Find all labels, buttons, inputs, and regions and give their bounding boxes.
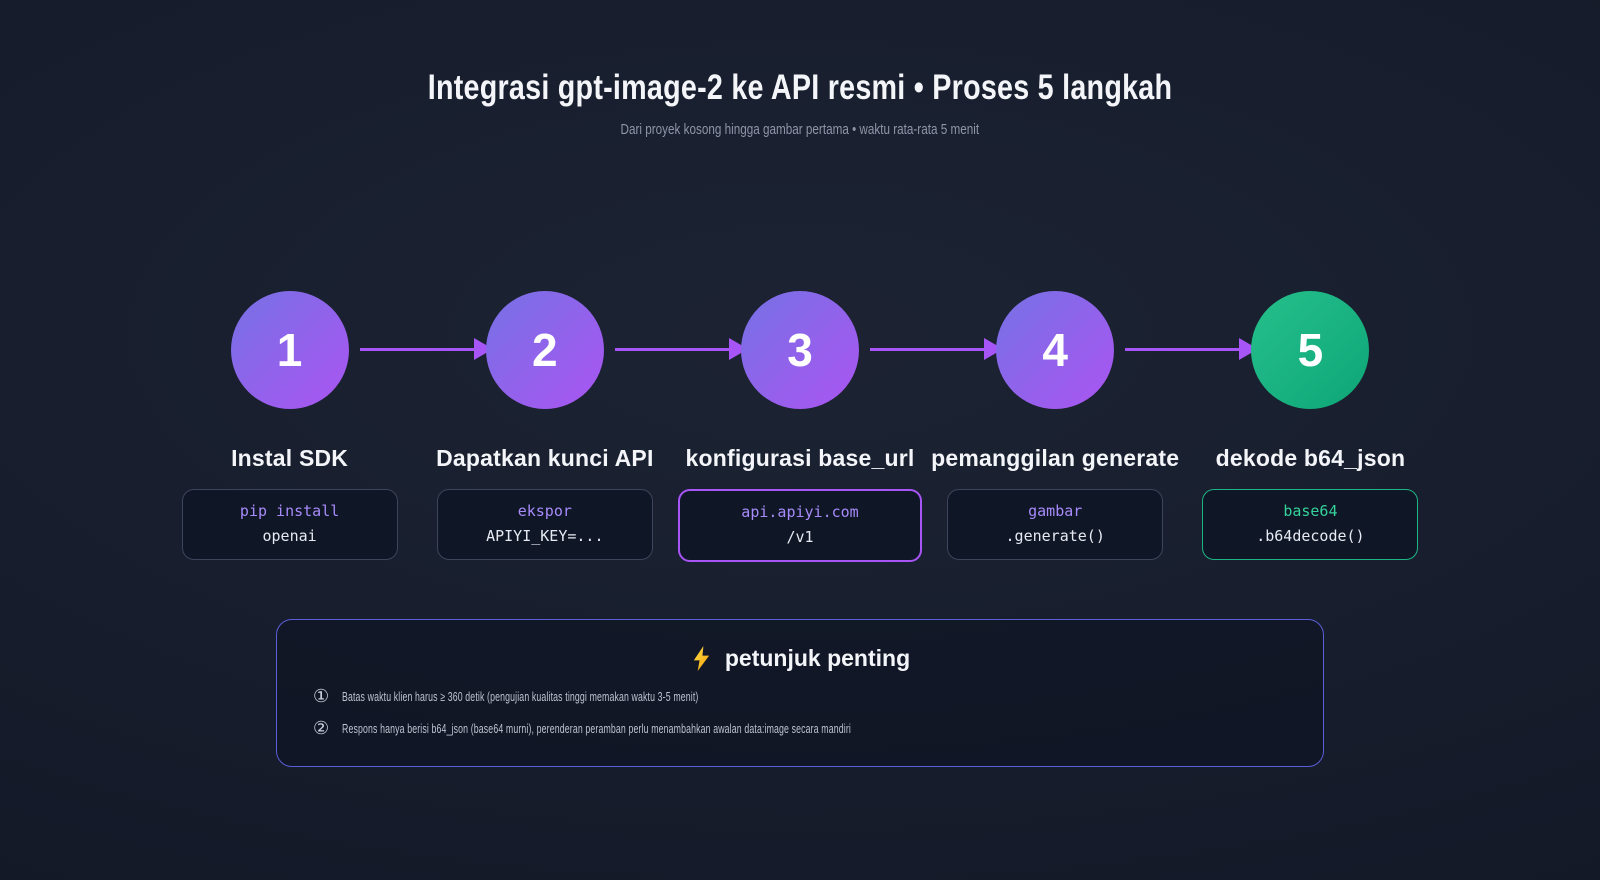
note-item-1: ① Batas waktu klien harus ≥ 360 detik (p… [313,688,1287,706]
note-2-text: Respons hanya berisi b64_json (base64 mu… [342,722,852,736]
step-2-code-line2: APIYI_KEY=... [486,527,604,545]
notes-header: petunjuk penting [313,645,1287,672]
step-5-decode-b64-json: 5 dekode b64_json base64 .b64decode() [1183,291,1438,562]
step-4-badge: 4 [996,291,1115,409]
step-4-label: pemanggilan generate [931,445,1180,471]
step-4-call-generate: 4 pemanggilan generate gambar .generate(… [928,291,1259,562]
step-4-code-line1: gambar [1028,502,1083,520]
step-4-code-line2: .generate() [1005,527,1105,545]
step-2-label: Dapatkan kunci API [436,445,654,471]
step-1-label: Instal SDK [231,445,349,471]
step-1-code-box: pip install openai [181,489,398,560]
lightning-bolt-icon [690,645,713,672]
step-1-code-line2: openai [262,527,317,545]
step-3-label: konfigurasi base_url [685,445,915,471]
step-5-code-line1: base64 [1283,502,1338,520]
step-3-code-line2: /v1 [786,528,814,546]
note-1-text: Batas waktu klien harus ≥ 360 detik (pen… [342,690,699,704]
step-1-code-line1: pip install [239,502,340,520]
notes-title: petunjuk penting [724,645,911,671]
step-3-configure-base-url: 3 konfigurasi base_url api.apiyi.com /v1 [672,291,1004,562]
step-5-label: dekode b64_json [1215,445,1406,471]
step-2-badge: 2 [485,291,604,409]
step-2-code-line1: ekspor [517,502,572,520]
step-2-get-api-key: 2 Dapatkan kunci API ekspor APIYI_KEY=..… [417,291,749,562]
step-5-code-line2: .b64decode() [1256,527,1365,545]
page-header: Integrasi gpt-image-2 ke API resmi • Pro… [0,0,1600,139]
circled-number-2-icon: ② [313,718,330,739]
circled-number-1-icon: ① [313,686,330,707]
step-5-badge: 5 [1251,291,1370,409]
step-1-install-sdk: 1 Instal SDK pip install openai [162,291,494,562]
important-notes-panel: petunjuk penting ① Batas waktu klien har… [276,619,1324,767]
step-2-code-box: ekspor APIYI_KEY=... [436,489,653,560]
step-5-code-box: base64 .b64decode() [1202,489,1419,560]
step-1-badge: 1 [230,291,349,409]
step-4-code-box: gambar .generate() [947,489,1164,560]
step-3-badge: 3 [741,291,859,409]
step-3-code-box: api.apiyi.com /v1 [678,489,922,562]
page-subtitle: Dari proyek kosong hingga gambar pertama… [620,121,980,138]
process-flow: 1 Instal SDK pip install openai 2 Dapatk… [162,291,1438,562]
step-3-code-line1: api.apiyi.com [741,503,859,521]
page-title: Integrasi gpt-image-2 ke API resmi • Pro… [427,68,1173,107]
note-item-2: ② Respons hanya berisi b64_json (base64 … [313,720,1287,738]
